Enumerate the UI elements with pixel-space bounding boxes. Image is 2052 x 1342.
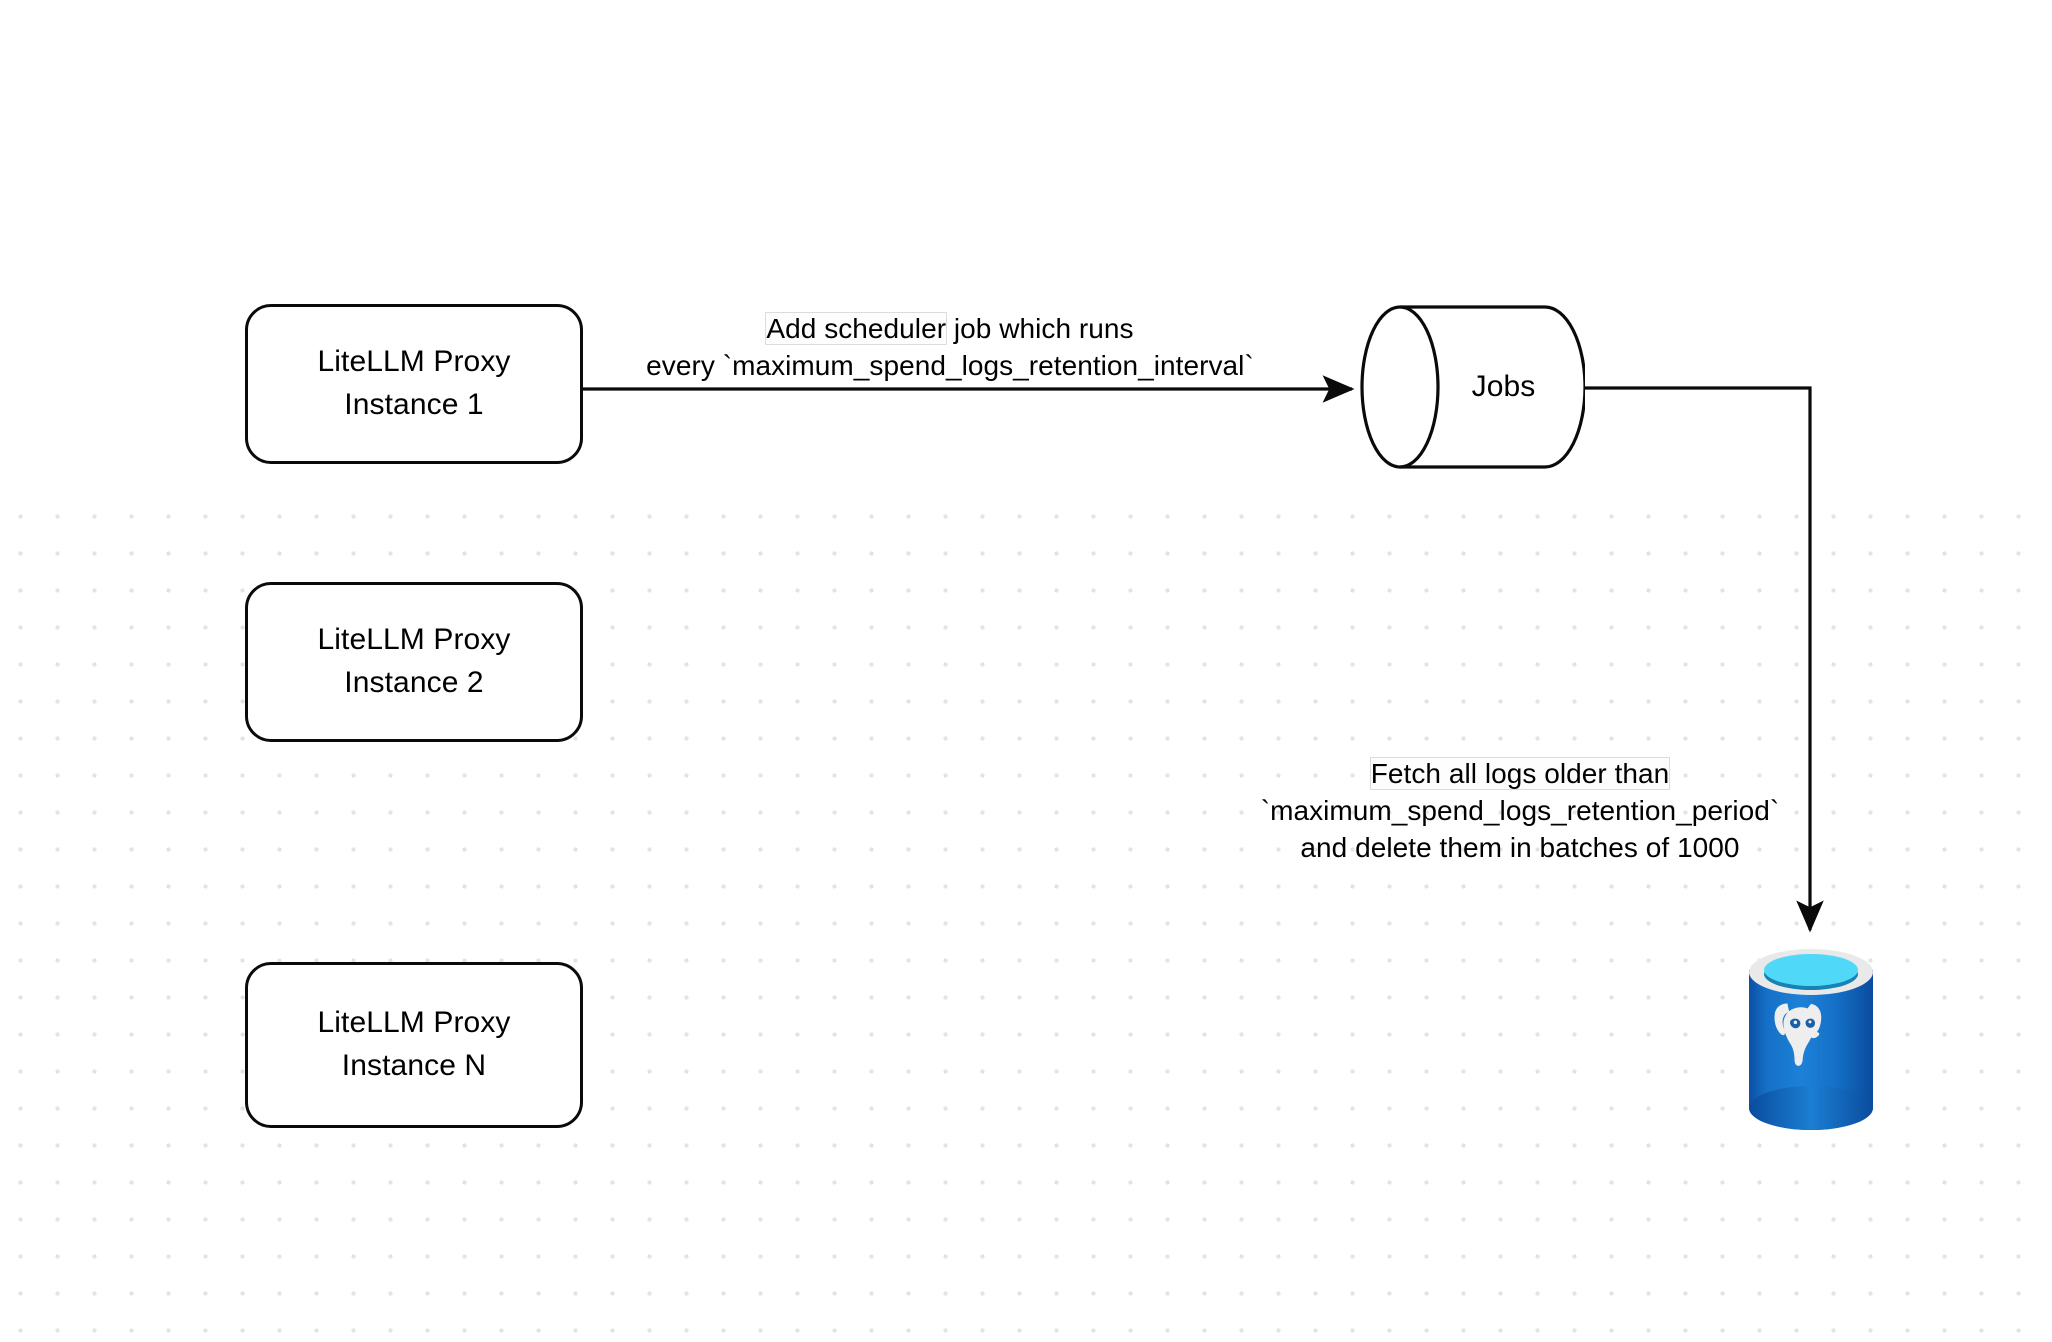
node-litellm-proxy-instance-1[interactable]: LiteLLM Proxy Instance 1 <box>245 304 583 464</box>
edge-label-line2: `maximum_spend_logs_retention_period` <box>1260 795 1780 827</box>
edge-label-highlight: Fetch all logs older than <box>1369 757 1671 790</box>
edge-label-scheduler: Add scheduler job which runs every `maxi… <box>600 310 1300 384</box>
node-jobs-queue[interactable]: Jobs <box>1360 304 1587 470</box>
edge-label-line1: Add scheduler job which runs <box>600 310 1300 347</box>
cylinder-shape-icon <box>1360 305 1587 469</box>
node-litellm-proxy-instance-n[interactable]: LiteLLM Proxy Instance N <box>245 962 583 1128</box>
node-label-line1: LiteLLM Proxy <box>317 1006 511 1040</box>
edge-label-fetch-delete: Fetch all logs older than `maximum_spend… <box>1235 755 1805 867</box>
node-label-line1: LiteLLM Proxy <box>317 345 511 379</box>
node-label-line2: Instance 1 <box>344 388 484 421</box>
edge-label-line2: every `maximum_spend_logs_retention_inte… <box>646 350 1254 382</box>
edge-label-highlight: Add scheduler <box>765 312 948 345</box>
node-litellm-proxy-instance-2[interactable]: LiteLLM Proxy Instance 2 <box>245 582 583 742</box>
node-label-line2: Instance 2 <box>344 666 484 699</box>
node-postgresql-database[interactable] <box>1745 948 1877 1132</box>
edge-label-line1: Fetch all logs older than <box>1235 755 1805 792</box>
node-jobs-label: Jobs <box>1471 370 1536 403</box>
node-label-line2: Instance N <box>341 1049 487 1082</box>
node-label-line1: LiteLLM Proxy <box>317 623 511 657</box>
edge-label-rest: job which runs <box>946 313 1134 344</box>
edge-label-line3: and delete them in batches of 1000 <box>1300 832 1740 864</box>
postgresql-database-icon <box>1749 949 1873 1130</box>
